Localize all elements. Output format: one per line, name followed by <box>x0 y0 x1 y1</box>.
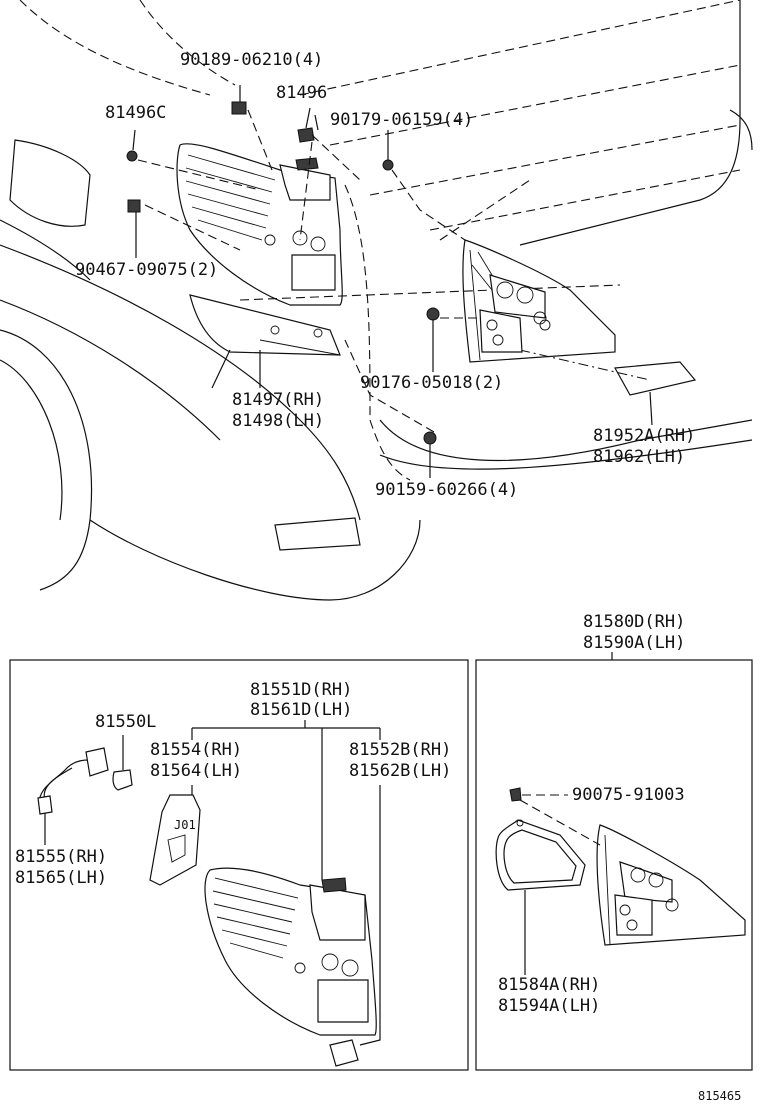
label-81962: 81962(LH) <box>593 447 685 467</box>
assembly-line-90075 <box>519 799 601 846</box>
label-81550l: 81550L <box>95 712 156 732</box>
label-90159-60266: 90159-60266(4) <box>375 480 518 500</box>
fasteners-upper <box>126 101 440 445</box>
name-plate <box>614 361 697 396</box>
label-81496: 81496 <box>276 83 327 103</box>
socket-wire <box>37 747 109 815</box>
label-81551d: 81551D(RH) <box>250 680 352 700</box>
label-81554: 81554(RH) <box>150 740 242 760</box>
tail-lamp-installed <box>176 143 343 306</box>
svg-text:J01: J01 <box>174 818 196 832</box>
diagram-id: 815465 <box>698 1089 741 1103</box>
label-81594a: 81594A(LH) <box>498 996 600 1016</box>
label-90075-91003: 90075-91003 <box>572 785 685 805</box>
label-81498: 81498(LH) <box>232 411 324 431</box>
tail-lamp-detail <box>204 867 377 1067</box>
rear-reflector <box>189 294 341 356</box>
detail-box-lamp <box>9 659 469 1071</box>
label-81580d: 81580D(RH) <box>583 612 685 632</box>
label-81555: 81555(RH) <box>15 847 107 867</box>
leader-lines-lower-left <box>44 720 381 1046</box>
label-81952a: 81952A(RH) <box>593 426 695 446</box>
label-81562b: 81562B(LH) <box>349 761 451 781</box>
tail-lamp-side <box>596 824 746 946</box>
lens-piece: J01 <box>149 794 201 886</box>
label-81552b: 81552B(RH) <box>349 740 451 760</box>
leader-lines-upper <box>132 85 653 478</box>
clip-90075 <box>509 787 522 802</box>
assembly-lines-upper <box>137 109 480 433</box>
label-81590a: 81590A(LH) <box>583 633 685 653</box>
vehicle-body <box>0 0 753 601</box>
label-81564: 81564(LH) <box>150 761 242 781</box>
detail-box-gasket <box>475 659 753 1071</box>
label-81584a: 81584A(RH) <box>498 975 600 995</box>
label-81497: 81497(RH) <box>232 390 324 410</box>
label-81496c: 81496C <box>105 103 166 123</box>
label-81561d: 81561D(LH) <box>250 700 352 720</box>
label-90189-06210: 90189-06210(4) <box>180 50 323 70</box>
gasket <box>495 819 586 891</box>
tail-lamp-exploded <box>462 239 616 363</box>
bulb <box>112 769 133 791</box>
label-90176-05018: 90176-05018(2) <box>360 373 503 393</box>
label-81565: 81565(LH) <box>15 868 107 888</box>
label-90467-09075: 90467-09075(2) <box>75 260 218 280</box>
label-90179-06159: 90179-06159(4) <box>330 110 473 130</box>
